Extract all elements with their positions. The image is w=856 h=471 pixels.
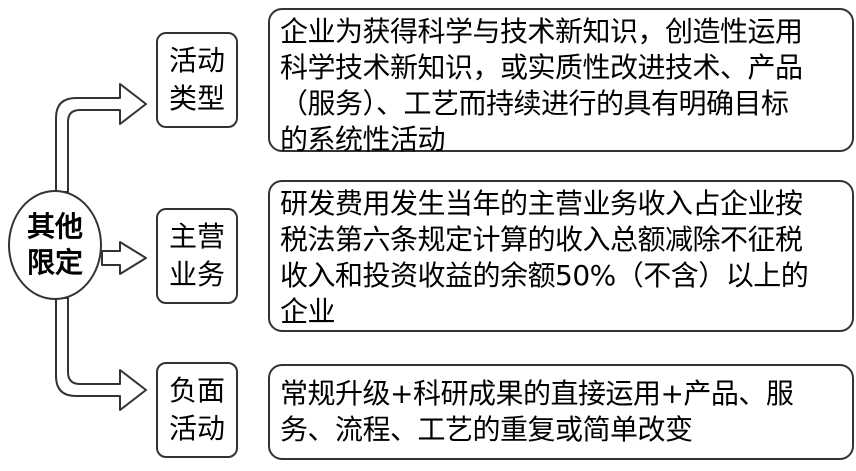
desc-line: 税法第六条规定计算的收入总额减除不征税 bbox=[280, 223, 803, 256]
desc-line: 研发费用发生当年的主营业务收入占企业按 bbox=[280, 187, 803, 220]
desc-negative-activity: 常规升级+科研成果的直接运用+产品、服 务、流程、工艺的重复或简单改变 bbox=[268, 364, 854, 460]
desc-line: 企业为获得科学与技术新知识，创造性运用 bbox=[280, 15, 803, 48]
root-line-1: 其他 bbox=[26, 210, 83, 243]
desc-main-business: 研发费用发生当年的主营业务收入占企业按 税法第六条规定计算的收入总额减除不征税 … bbox=[268, 180, 854, 332]
label-line: 类型 bbox=[168, 82, 225, 115]
desc-line: 务、流程、工艺的重复或简单改变 bbox=[280, 413, 693, 446]
desc-activity-type: 企业为获得科学与技术新知识，创造性运用 科学技术新知识，或实质性改进技术、产品 … bbox=[268, 8, 854, 156]
label-line: 活动 bbox=[168, 412, 225, 445]
root-node-other-restrictions: 其他 限定 bbox=[8, 190, 102, 300]
desc-line: 企业 bbox=[280, 295, 336, 328]
desc-line: 的系统性活动 bbox=[280, 123, 446, 156]
desc-line: （服务）、工艺而持续进行的具有明确目标 bbox=[280, 87, 789, 120]
label-line: 主营 bbox=[168, 220, 225, 253]
desc-line: 科学技术新知识，或实质性改进技术、产品 bbox=[280, 51, 803, 84]
label-line: 业务 bbox=[168, 258, 225, 291]
label-main-business: 主营 业务 bbox=[156, 208, 238, 304]
desc-line: 收入和投资收益的余额50%（不含）以上的 bbox=[280, 259, 809, 292]
root-line-2: 限定 bbox=[26, 246, 83, 279]
label-negative-activity: 负面 活动 bbox=[156, 362, 238, 458]
arrow-to-negative-activity bbox=[55, 297, 147, 411]
label-activity-type: 活动 类型 bbox=[156, 32, 238, 128]
label-line: 负面 bbox=[168, 374, 225, 407]
arrow-to-main-business bbox=[101, 241, 147, 275]
arrow-to-activity-type bbox=[55, 83, 147, 193]
label-line: 活动 bbox=[168, 44, 225, 77]
desc-line: 常规升级+科研成果的直接运用+产品、服 bbox=[280, 377, 794, 410]
